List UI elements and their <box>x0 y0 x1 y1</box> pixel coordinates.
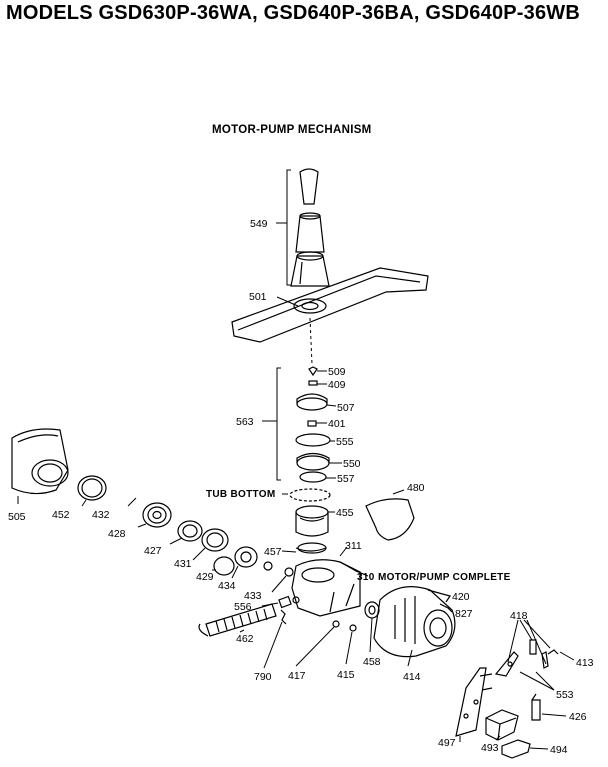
label-415: 415 <box>337 669 355 681</box>
label-563: 563 <box>236 416 254 428</box>
label-505: 505 <box>8 511 26 523</box>
label-556: 556 <box>234 601 252 613</box>
label-494: 494 <box>550 744 568 756</box>
cover-part <box>213 556 235 576</box>
label-790: 790 <box>254 671 272 683</box>
spray-arm-part <box>231 267 429 343</box>
washer-part <box>263 561 273 571</box>
bracket-549 <box>286 169 291 286</box>
small-washer-part <box>284 567 294 577</box>
label-462: 462 <box>236 633 254 645</box>
pump-housing-part <box>295 505 329 554</box>
label-452: 452 <box>52 509 70 521</box>
screw-415-part <box>349 624 357 632</box>
label-555: 555 <box>336 436 354 448</box>
label-420: 420 <box>452 591 470 603</box>
label-550: 550 <box>343 458 361 470</box>
switch-493-part <box>485 709 519 741</box>
clamp-790-part <box>280 609 287 625</box>
label-tub-bottom: TUB BOTTOM <box>206 489 275 500</box>
hose-clamp-part <box>77 475 107 501</box>
motor-part <box>373 586 456 658</box>
fitting-part <box>278 595 300 609</box>
seal-ring-part <box>295 547 327 552</box>
label-motor-pump-complete: MOTOR/PUMP COMPLETE <box>378 572 511 583</box>
page-title: MODELS GSD630P-36WA, GSD640P-36BA, GSD64… <box>6 2 581 24</box>
label-427: 427 <box>144 545 162 557</box>
label-497: 497 <box>438 737 456 749</box>
label-413: 413 <box>576 657 594 669</box>
label-414: 414 <box>403 671 421 683</box>
grommet-part <box>364 601 380 619</box>
pump-body-part <box>291 559 361 617</box>
leader-501 <box>276 296 299 307</box>
clip-part <box>127 497 137 507</box>
label-553: 553 <box>556 689 574 701</box>
label-458: 458 <box>363 656 381 668</box>
label-417: 417 <box>288 670 306 682</box>
gasket-part <box>201 528 229 552</box>
wire-420-part <box>427 589 451 603</box>
label-432: 432 <box>92 509 110 521</box>
label-428: 428 <box>108 528 126 540</box>
label-434: 434 <box>218 580 236 592</box>
screw-417-part <box>332 620 340 628</box>
center-line <box>309 317 313 365</box>
drain-hose-part <box>198 603 277 637</box>
label-455: 455 <box>336 507 354 519</box>
label-557: 557 <box>337 473 355 485</box>
bracket-563 <box>276 367 281 481</box>
label-401: 401 <box>328 418 346 430</box>
label-480: 480 <box>407 482 425 494</box>
mounting-bracket-part <box>455 667 493 737</box>
label-507: 507 <box>337 402 355 414</box>
label-418: 418 <box>510 610 528 622</box>
duct-part <box>11 428 69 495</box>
label-409: 409 <box>328 379 346 391</box>
spray-tower-part <box>290 168 330 287</box>
label-827: 827 <box>455 608 473 620</box>
label-501: 501 <box>249 291 267 303</box>
label-549: 549 <box>250 218 268 230</box>
relay-bracket-part <box>494 639 559 677</box>
cap-494-part <box>501 739 531 759</box>
label-310: 310 <box>357 572 375 583</box>
label-426: 426 <box>569 711 587 723</box>
label-311: 311 <box>345 540 362 552</box>
label-429: 429 <box>196 571 214 583</box>
clip-827-part <box>439 603 453 613</box>
deflector-part <box>365 498 415 541</box>
seal-part <box>234 546 258 568</box>
label-457: 457 <box>264 546 282 558</box>
ring-part <box>177 520 203 542</box>
label-493: 493 <box>481 742 499 754</box>
impeller-part <box>142 502 172 528</box>
label-431: 431 <box>174 558 192 570</box>
diagram-subtitle: MOTOR-PUMP MECHANISM <box>212 124 372 136</box>
tub-bottom-outline <box>289 488 331 502</box>
label-509: 509 <box>328 366 346 378</box>
label-433: 433 <box>244 590 262 602</box>
terminal-426-part <box>531 693 541 721</box>
